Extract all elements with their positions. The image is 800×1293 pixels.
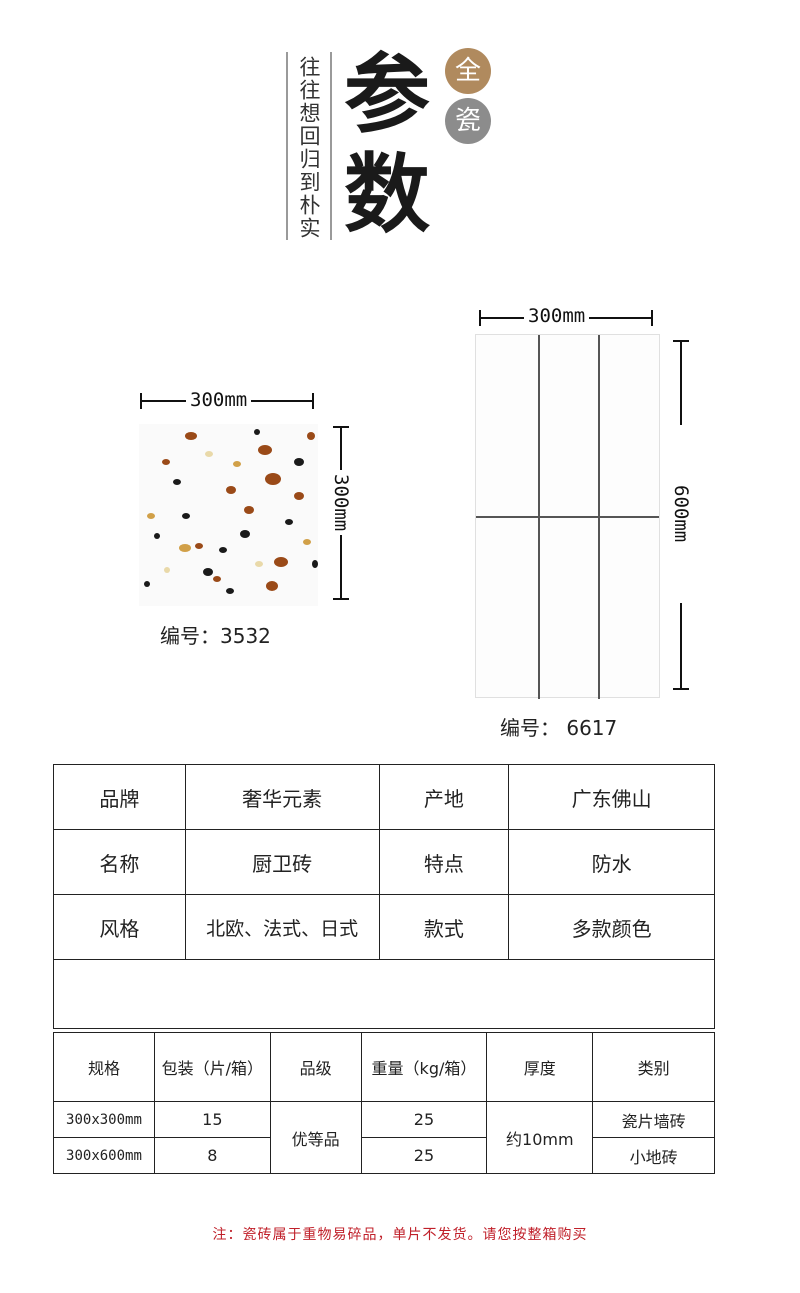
- header-slogan: 往往想回归到朴实: [297, 56, 321, 240]
- spec-category: 瓷片墙砖: [592, 1101, 715, 1138]
- table-row: 300x300mm 15 优等品 25 约10mm 瓷片墙砖: [53, 1101, 715, 1174]
- shipping-note: 注：瓷砖属于重物易碎品，单片不发货。请您按整箱购买: [212, 1227, 588, 1243]
- info-label-brand: 品牌: [53, 764, 186, 830]
- blank-cell: [53, 959, 715, 1029]
- spec-size: 300x600mm: [53, 1137, 155, 1174]
- terrazzo-tile-3532: [139, 424, 318, 606]
- info-label-style: 风格: [53, 894, 186, 960]
- small-width-label: 300mm: [186, 389, 252, 411]
- small-width-tick-left: [140, 393, 142, 409]
- large-height-label: 600mm: [670, 425, 692, 603]
- grout-horizontal: [476, 516, 659, 518]
- info-label-name: 名称: [53, 829, 186, 895]
- spec-header-row: 规格 包装（片/箱） 品级 重量（kg/箱） 厚度 类别: [53, 1032, 715, 1102]
- info-label-feature: 特点: [378, 829, 510, 895]
- grout-vertical-top-2: [598, 335, 600, 517]
- small-height-tick-bottom: [333, 598, 349, 600]
- info-value-name: 厨卫砖: [184, 829, 380, 895]
- small-tile-code: 编号：3532: [160, 624, 271, 648]
- spec-table: 规格 包装（片/箱） 品级 重量（kg/箱） 厚度 类别 300x300mm 1…: [53, 1032, 715, 1174]
- title-char-1: 参: [344, 44, 430, 145]
- spec-thickness: 约10mm: [486, 1101, 594, 1174]
- large-height-tick-bottom: [673, 688, 689, 690]
- badge-full-porcelain-2: 瓷: [445, 98, 491, 144]
- spec-header-thickness: 厚度: [486, 1032, 594, 1102]
- spec-size: 300x300mm: [53, 1101, 155, 1138]
- product-info-table: 品牌 奢华元素 产地 广东佛山 名称 厨卫砖 特点 防水 风格 北欧、法式、日式…: [53, 764, 715, 1029]
- terrazzo-pattern: [144, 429, 318, 594]
- large-width-tick-right: [651, 310, 653, 326]
- spec-weight: 25: [360, 1101, 488, 1138]
- spec-grade: 优等品: [269, 1101, 362, 1174]
- spec-header-pack: 包装（片/箱）: [153, 1032, 271, 1102]
- info-value-origin: 广东佛山: [508, 764, 715, 830]
- info-value-style: 北欧、法式、日式: [184, 894, 380, 960]
- spec-pack: 8: [153, 1137, 271, 1174]
- info-label-design: 款式: [378, 894, 510, 960]
- spec-category: 小地砖: [592, 1137, 715, 1174]
- spec-header-size: 规格: [53, 1032, 155, 1102]
- header-divider-right: [330, 52, 332, 240]
- header-divider-left: [286, 52, 288, 240]
- small-height-label: 300mm: [330, 470, 352, 536]
- small-height-tick-top: [333, 426, 349, 428]
- large-tile-code: 编号： 6617: [500, 716, 618, 740]
- badge-full-porcelain-1: 全: [445, 48, 491, 94]
- grout-vertical-bottom-1: [538, 517, 540, 699]
- table-row: 风格 北欧、法式、日式 款式 多款颜色: [53, 894, 715, 960]
- table-row: 300x600mm 8 25 小地砖: [53, 1137, 715, 1174]
- grout-vertical-top-1: [538, 335, 540, 517]
- large-height-tick-top: [673, 340, 689, 342]
- grout-vertical-bottom-2: [598, 517, 600, 699]
- spec-weight: 25: [360, 1137, 488, 1174]
- table-row: 品牌 奢华元素 产地 广东佛山: [53, 764, 715, 830]
- info-value-brand: 奢华元素: [184, 764, 380, 830]
- large-width-label: 300mm: [524, 305, 590, 327]
- info-label-origin: 产地: [378, 764, 510, 830]
- table-row-blank: [53, 959, 715, 1029]
- info-value-design: 多款颜色: [508, 894, 715, 960]
- info-value-feature: 防水: [508, 829, 715, 895]
- spec-header-weight: 重量（kg/箱）: [360, 1032, 488, 1102]
- title-char-2: 数: [344, 144, 430, 245]
- large-width-tick-left: [479, 310, 481, 326]
- small-width-tick-right: [312, 393, 314, 409]
- spec-pack: 15: [153, 1101, 271, 1138]
- spec-header-grade: 品级: [269, 1032, 362, 1102]
- spec-header-category: 类别: [592, 1032, 715, 1102]
- table-row: 名称 厨卫砖 特点 防水: [53, 829, 715, 895]
- subway-tile-6617: [475, 334, 660, 699]
